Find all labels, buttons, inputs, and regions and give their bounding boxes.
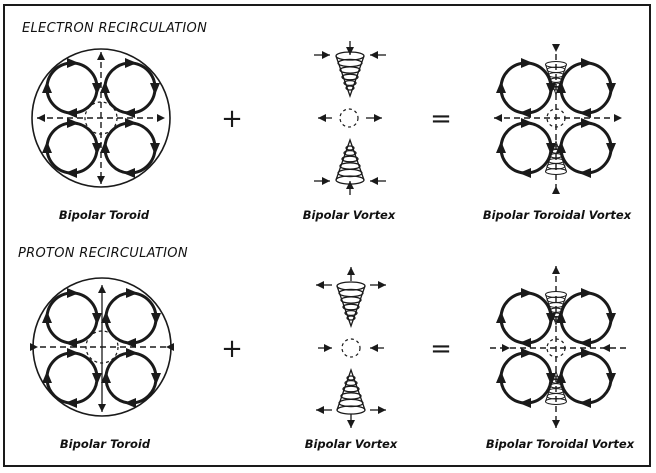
electron-toroid-caption: Bipolar Toroid <box>58 208 150 222</box>
figure-frame <box>3 4 651 467</box>
electron-bipolar-toroid <box>31 48 171 188</box>
proton-bipolar-vortex <box>316 267 386 428</box>
electron-plus-operator: + <box>221 104 243 134</box>
electron-vortex-caption: Bipolar Vortex <box>302 208 396 222</box>
proton-heading: PROTON RECIRCULATION <box>18 246 188 261</box>
proton-bipolar-toroidal-vortex <box>490 266 626 428</box>
proton-toroid-caption: Bipolar Toroid <box>59 437 151 451</box>
electron-bipolar-toroidal-vortex <box>494 44 622 194</box>
proton-bipolar-toroid <box>30 277 174 417</box>
proton-toroidal-vortex-caption: Bipolar Toroidal Vortex <box>485 437 635 451</box>
proton-equals-operator: = <box>430 334 452 364</box>
proton-vortex-caption: Bipolar Vortex <box>304 437 398 451</box>
electron-bipolar-vortex <box>314 41 386 195</box>
electron-heading: ELECTRON RECIRCULATION <box>22 21 208 36</box>
electron-toroidal-vortex-caption: Bipolar Toroidal Vortex <box>482 208 632 222</box>
proton-plus-operator: + <box>221 334 243 364</box>
electron-equals-operator: = <box>430 104 452 134</box>
